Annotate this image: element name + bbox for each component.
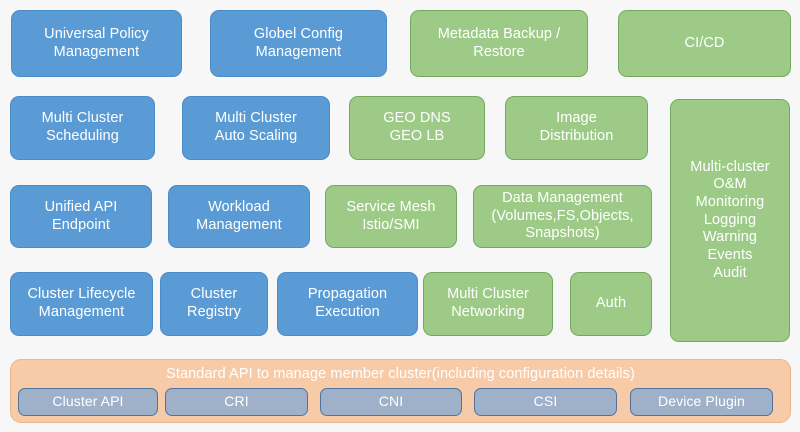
node-multi-cluster-networking[interactable]: Multi Cluster Networking xyxy=(423,272,553,336)
node-auth[interactable]: Auth xyxy=(570,272,652,336)
node-workload-management[interactable]: Workload Management xyxy=(168,185,310,248)
standard-api-caption: Standard API to manage member cluster(in… xyxy=(166,366,635,382)
node-globel-config-management[interactable]: Globel Config Management xyxy=(210,10,387,77)
node-data-management[interactable]: Data Management (Volumes,FS,Objects, Sna… xyxy=(473,185,652,248)
interface-box-cluster-api[interactable]: Cluster API xyxy=(18,388,158,416)
interface-box-cri[interactable]: CRI xyxy=(165,388,308,416)
node-geo-dns-geo-lb[interactable]: GEO DNS GEO LB xyxy=(349,96,485,160)
node-cluster-lifecycle-management[interactable]: Cluster Lifecycle Management xyxy=(10,272,153,336)
node-multi-cluster-scheduling[interactable]: Multi Cluster Scheduling xyxy=(10,96,155,160)
interface-box-device-plugin[interactable]: Device Plugin xyxy=(630,388,773,416)
node-cluster-registry[interactable]: Cluster Registry xyxy=(160,272,268,336)
interface-box-cni[interactable]: CNI xyxy=(320,388,462,416)
node-universal-policy-management[interactable]: Universal Policy Management xyxy=(11,10,182,77)
node-unified-api-endpoint[interactable]: Unified API Endpoint xyxy=(10,185,152,248)
node-multi-cluster-oam[interactable]: Multi-cluster O&M Monitoring Logging War… xyxy=(670,99,790,342)
node-metadata-backup-restore[interactable]: Metadata Backup / Restore xyxy=(410,10,588,77)
node-propagation-execution[interactable]: Propagation Execution xyxy=(277,272,418,336)
interface-box-csi[interactable]: CSI xyxy=(474,388,617,416)
node-image-distribution[interactable]: Image Distribution xyxy=(505,96,648,160)
node-multi-cluster-auto-scaling[interactable]: Multi Cluster Auto Scaling xyxy=(182,96,330,160)
node-service-mesh-istio-smi[interactable]: Service Mesh Istio/SMI xyxy=(325,185,457,248)
node-ci-cd[interactable]: CI/CD xyxy=(618,10,791,77)
